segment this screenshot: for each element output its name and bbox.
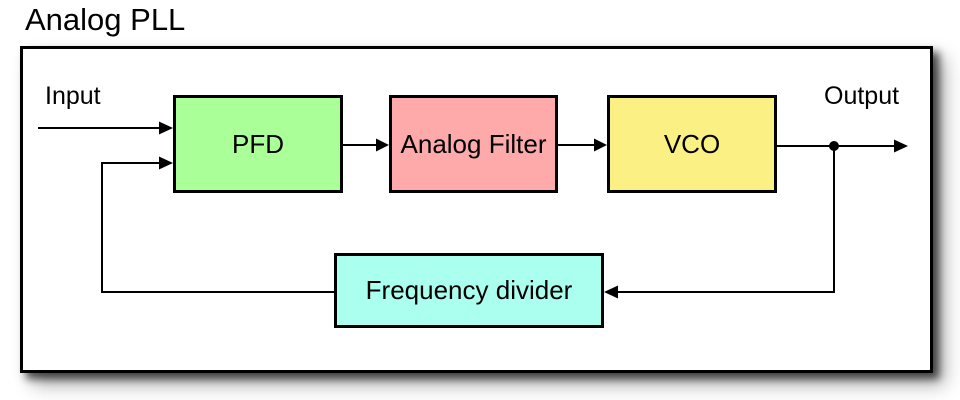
analog-filter-block-label: Analog Filter	[400, 128, 547, 159]
pfd-block-label: PFD	[232, 128, 284, 159]
vco-block: VCO	[607, 95, 777, 193]
frequency-divider-block: Frequency divider	[334, 253, 604, 328]
diagram-title: Analog PLL	[25, 2, 186, 37]
pfd-block: PFD	[173, 95, 343, 193]
vco-block-label: VCO	[663, 128, 721, 159]
input-label: Input	[45, 82, 101, 110]
output-label: Output	[824, 82, 900, 110]
analog-filter-block: Analog Filter	[389, 95, 558, 193]
frequency-divider-block-label: Frequency divider	[365, 275, 573, 305]
